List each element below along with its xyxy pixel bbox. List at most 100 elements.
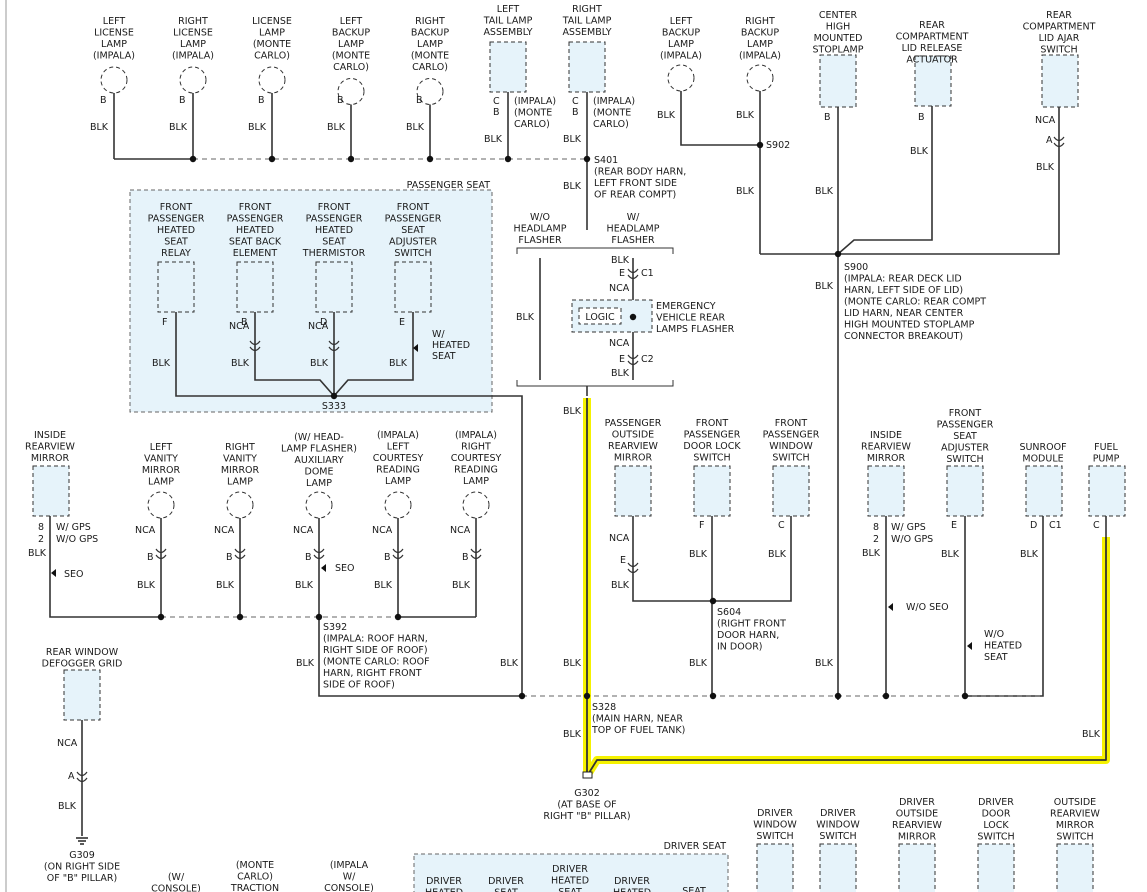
- wire-color-label: BLK: [736, 110, 755, 121]
- wire-color-label: BLK: [248, 122, 267, 133]
- splice-label-s900-line: (MONTE CARLO: REAR COMPT: [844, 297, 986, 308]
- roof-label-dome-line: (W/ HEAD-: [294, 432, 344, 443]
- connector-symbol: [328, 340, 340, 352]
- door-label-pass-mirror-line: MIRROR: [614, 453, 653, 464]
- comp-driver_window_1: [756, 843, 794, 892]
- bottom-label-outside_mirror_switch-line: REARVIEW: [1050, 809, 1100, 820]
- comp-rear-lid-actuator: [914, 55, 952, 107]
- lamp-left_courtesy: [384, 491, 412, 519]
- roof-label-dome-line: DOME: [305, 467, 334, 478]
- comp-window: [772, 465, 810, 517]
- wire-pass-mirror: [632, 516, 713, 602]
- flasher-module-label-line: LAMPS FLASHER: [656, 324, 735, 335]
- comp-label-rear-lid-switch-line: REAR: [1046, 10, 1072, 21]
- roof-label-right_courtesy-line: RIGHT: [461, 442, 491, 453]
- defogger-label-line: REAR WINDOW: [46, 647, 119, 658]
- right-label-seat-adjuster-line: SEAT: [953, 431, 977, 442]
- driver-seat-label-line: SEAT: [494, 888, 518, 892]
- roof-label-left_vanity-line: MIRROR: [142, 465, 181, 476]
- lamp-label-license_lamp_monte-line: LICENSE: [252, 16, 292, 27]
- driver-heated-seat-label-line: DRIVER: [552, 864, 588, 875]
- comp-pass-mirror: [614, 465, 652, 517]
- comp-rear-lid-switch: [1041, 54, 1079, 108]
- connector-symbol: [249, 340, 261, 352]
- driver-heated2-label-line: DRIVER: [614, 876, 650, 887]
- lamp-label-left_backup_impala-line: LAMP: [668, 39, 694, 50]
- right-label-inside-mirror-line: INSIDE: [870, 430, 902, 441]
- right-label-inside-mirror-line: REARVIEW: [861, 442, 911, 453]
- splice-dot: [882, 692, 890, 700]
- door-label-window-line: PASSENGER: [763, 430, 820, 441]
- arrow: [51, 569, 56, 577]
- lamp-label-left_license_lamp-line: LEFT: [103, 16, 126, 27]
- comp-label-left_tail-line: ASSEMBLY: [483, 27, 532, 38]
- ground-g302-symbol: [582, 771, 593, 779]
- splice-label-s902: S902: [766, 140, 790, 151]
- splice-label-s392-line: SIDE OF ROOF): [323, 680, 395, 691]
- pin-label: E: [619, 268, 625, 279]
- bottom-label-driver_window_2-line: SWITCH: [819, 831, 856, 842]
- seat-heated-note-line: HEATED: [432, 340, 470, 351]
- wire-s392-down: [318, 617, 522, 697]
- pin-label: B: [493, 107, 500, 118]
- door-label-pass-mirror-line: PASSENGER: [605, 418, 662, 429]
- wire-color-label: BLK: [563, 134, 582, 145]
- right-label-seat-adjuster-line: SWITCH: [946, 454, 983, 465]
- pin-label: 2: [873, 534, 879, 545]
- flasher-wo-label-line: HEADLAMP: [514, 224, 567, 235]
- pin-label: A: [68, 771, 75, 782]
- driver-heated-label-line: DRIVER: [426, 876, 462, 887]
- pin-label: B: [572, 107, 579, 118]
- comp-inside-mirror-left: [32, 465, 70, 517]
- wire-rear-lid-switch: [760, 107, 1060, 255]
- splice-dot: [268, 155, 276, 163]
- wire-color-label: BLK: [1020, 549, 1039, 560]
- comp-label-rear-lid-actuator-line: REAR: [919, 20, 945, 31]
- pin-label: B: [226, 552, 233, 563]
- wire-color-label: BLK: [406, 122, 425, 133]
- pin-label: B: [918, 112, 925, 123]
- wo-gps-label: W/O GPS: [56, 534, 98, 545]
- splice-dot-s900: [834, 250, 842, 258]
- nca-label: NCA: [229, 321, 250, 332]
- roof-label-inside-mirror-line: REARVIEW: [25, 442, 75, 453]
- seat-heated-note-line: SEAT: [432, 351, 456, 362]
- tail-pin-note-line: CARLO): [593, 119, 629, 130]
- splice-dot: [157, 613, 165, 621]
- wire-color-label: BLK: [862, 548, 881, 559]
- flasher-w-label-line: HEADLAMP: [607, 224, 660, 235]
- wire-color-label: BLK: [563, 181, 582, 192]
- roof-label-left_courtesy-line: LEFT: [387, 442, 410, 453]
- lamp-right_vanity: [226, 491, 254, 519]
- bottom-label-outside_mirror_switch-line: SWITCH: [1056, 832, 1093, 843]
- connector-symbol: [392, 548, 404, 560]
- seat-comp-label-back_element-line: SEAT BACK: [229, 237, 282, 248]
- lamp-label-left_backup_impala-line: (IMPALA): [660, 51, 702, 62]
- roof-label-left_courtesy-line: READING: [376, 465, 420, 476]
- wire-color-label: BLK: [169, 122, 188, 133]
- lamp-label-right_license_lamp-line: LAMP: [180, 39, 206, 50]
- comp-driver_door_lock: [977, 843, 1015, 892]
- comp-label-chmsl-line: CENTER: [819, 10, 858, 21]
- bottom-label-impala-console-line: CONSOLE): [324, 883, 374, 892]
- comp-label-chmsl-line: HIGH: [826, 22, 850, 33]
- roof-label-dome-line: LAMP: [306, 478, 332, 489]
- roof-label-right_courtesy-line: LAMP: [463, 476, 489, 487]
- bottom-label-driver_outside_mirror-line: MIRROR: [898, 832, 937, 843]
- splice-label-s604-line: S604: [717, 607, 741, 618]
- comp-left_tail: [489, 41, 527, 93]
- pin-label: B: [305, 552, 312, 563]
- wo-heated-label-line: SEAT: [984, 652, 1008, 663]
- arrow: [321, 564, 326, 572]
- door-label-window-line: FRONT: [775, 418, 808, 429]
- splice-label-s900-line: LID HARN, NEAR CENTER: [844, 308, 964, 319]
- bottom-label-driver_window_1-line: DRIVER: [757, 808, 793, 819]
- arrow: [888, 603, 893, 611]
- bottom-label-driver_outside_mirror-line: REARVIEW: [892, 820, 942, 831]
- defogger-label-line: DEFOGGER GRID: [42, 659, 123, 670]
- pin-label: B: [100, 95, 107, 106]
- seat-comp-thermistor: [315, 261, 353, 313]
- nca-label: NCA: [609, 283, 630, 294]
- splice-label-s900-line: HIGH MOUNTED STOPLAMP: [844, 320, 975, 331]
